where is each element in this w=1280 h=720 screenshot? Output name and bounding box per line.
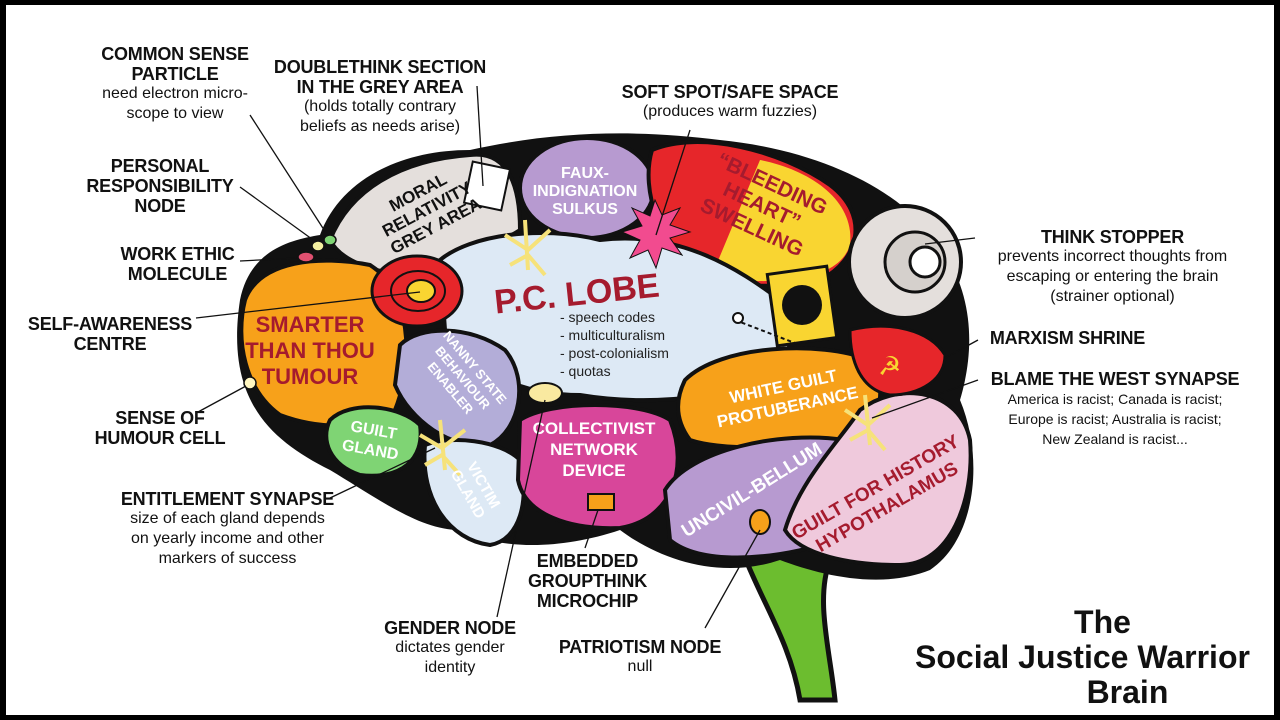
label-blame-the-west: BLAME THE WEST SYNAPSE America is racist… [975, 369, 1255, 449]
marxism-shrine [848, 324, 947, 397]
label-heading: THINK STOPPER [1040, 227, 1185, 247]
label-heading: CENTRE [73, 334, 147, 354]
label-sub: America is racist; Canada is racist; [1007, 391, 1223, 407]
region-label: THAN THOU [245, 338, 375, 363]
region-label: INDIGNATION [533, 183, 638, 200]
region-label: DEVICE [562, 461, 625, 480]
think-stopper-knob [908, 245, 942, 279]
region-nanny-state [392, 328, 522, 448]
region-label: NETWORK [550, 440, 639, 459]
pc-lobe-plug [732, 312, 744, 324]
label-sub: size of each gland depends [130, 510, 325, 527]
label-sub: on yearly income and other [131, 530, 324, 547]
label-sub: escaping or entering the brain [1006, 268, 1219, 285]
patriotism-node [749, 509, 771, 535]
label-sub: (strainer optional) [1050, 288, 1175, 305]
collectivist-text: COLLECTIVIST NETWORK DEVICE [533, 419, 656, 480]
title-line: Brain [1086, 674, 1169, 710]
label-sub: prevents incorrect thoughts from [997, 248, 1228, 265]
pc-lobe-item: - multiculturalism [560, 327, 665, 343]
self-awareness-centre [406, 279, 436, 303]
label-humour-cell: SENSE OF HUMOUR CELL [85, 408, 235, 448]
doublethink-paper-icon [462, 160, 512, 212]
label-common-sense-particle: COMMON SENSE PARTICLE need electron micr… [80, 44, 270, 124]
label-heading: NODE [134, 196, 186, 216]
label-think-stopper: THINK STOPPER prevents incorrect thought… [970, 227, 1255, 307]
label-sub: scope to view [126, 105, 224, 122]
label-heading: EMBEDDED [536, 551, 639, 571]
pc-lobe-list: - speech codes - multiculturalism - post… [560, 309, 669, 379]
label-personal-responsibility: PERSONAL RESPONSIBILITY NODE [80, 156, 240, 216]
region-label: TUMOUR [262, 364, 359, 389]
region-label: FAUX- [561, 165, 609, 182]
label-microchip: EMBEDDED GROUPTHINK MICROCHIP [525, 551, 650, 611]
microchip-icon [587, 493, 615, 511]
label-patriotism-node: PATRIOTISM NODE null [555, 637, 725, 677]
humour-cell [243, 376, 257, 390]
region-guilt-for-history [782, 391, 973, 568]
label-entitlement-synapse: ENTITLEMENT SYNAPSE size of each gland d… [110, 489, 345, 569]
label-heading: RESPONSIBILITY [86, 176, 234, 196]
label-heading: BLAME THE WEST SYNAPSE [990, 369, 1240, 389]
personal-responsibility-node [311, 240, 325, 252]
pc-lobe-item: - quotas [560, 363, 611, 379]
title-line: The [1074, 604, 1131, 640]
label-heading: COMMON SENSE [101, 44, 249, 64]
common-sense-particle [323, 234, 337, 246]
label-heading: DOUBLETHINK SECTION [273, 57, 487, 77]
label-soft-spot: SOFT SPOT/SAFE SPACE (produces warm fuzz… [610, 82, 850, 122]
work-ethic-molecule [297, 251, 315, 263]
label-heading: PATRIOTISM NODE [558, 637, 722, 657]
region-victim-gland [422, 438, 526, 548]
label-heading: GROUPTHINK [528, 571, 647, 591]
label-heading: MARXISM SHRINE [989, 328, 1146, 348]
label-sub: Europe is racist; Australia is racist; [1008, 411, 1222, 427]
label-self-awareness: SELF-AWARENESS CENTRE [25, 314, 195, 354]
label-sub: identity [424, 659, 476, 676]
label-gender-node: GENDER NODE dictates gender identity [370, 618, 530, 678]
region-label: SULKUS [552, 201, 618, 218]
region-label: SMARTER [256, 312, 365, 337]
label-heading: PERSONAL [110, 156, 210, 176]
label-heading: IN THE GREY AREA [296, 77, 464, 97]
label-sub: beliefs as needs arise) [299, 118, 461, 135]
hammer-sickle-icon: ☭ [878, 351, 901, 381]
region-bleeding-heart-yellow [710, 160, 851, 282]
label-sub: dictates gender [395, 639, 505, 656]
smarter-text: SMARTER THAN THOU TUMOUR [245, 312, 375, 389]
label-heading: HUMOUR CELL [94, 428, 226, 448]
diagram-title: The Social Justice Warrior Brain [915, 605, 1250, 710]
region-label: COLLECTIVIST [533, 419, 656, 438]
title-line: Social Justice Warrior [915, 639, 1250, 675]
label-marxism-shrine: MARXISM SHRINE [980, 328, 1155, 348]
label-doublethink: DOUBLETHINK SECTION IN THE GREY AREA (ho… [270, 57, 490, 137]
label-heading: WORK ETHIC [120, 244, 235, 264]
label-heading: MICROCHIP [536, 591, 639, 611]
label-heading: SELF-AWARENESS [27, 314, 193, 334]
synapse-icons [418, 219, 892, 477]
label-heading: GENDER NODE [384, 618, 516, 638]
pc-lobe-item: - speech codes [560, 309, 655, 325]
label-sub: (holds totally contrary [303, 98, 457, 115]
brain-stem [736, 541, 838, 703]
region-smarter-than-thou [239, 258, 409, 428]
faux-text: FAUX- INDIGNATION SULKUS [533, 165, 638, 218]
leader-lines [195, 85, 979, 629]
che-portrait [782, 285, 822, 325]
label-heading: SENSE OF [115, 408, 205, 428]
label-heading: PARTICLE [131, 64, 219, 84]
label-heading: SOFT SPOT/SAFE SPACE [621, 82, 839, 102]
label-heading: MOLECULE [127, 264, 228, 284]
label-sub: null [627, 658, 653, 675]
pc-lobe-wire [734, 319, 801, 346]
label-sub: markers of success [158, 550, 297, 567]
pc-lobe-item: - post-colonialism [560, 345, 669, 361]
label-sub: (produces warm fuzzies) [642, 103, 818, 120]
label-sub: need electron micro- [102, 85, 248, 102]
label-sub: New Zealand is racist... [1042, 431, 1188, 447]
label-work-ethic: WORK ETHIC MOLECULE [110, 244, 245, 284]
label-heading: ENTITLEMENT SYNAPSE [120, 489, 335, 509]
